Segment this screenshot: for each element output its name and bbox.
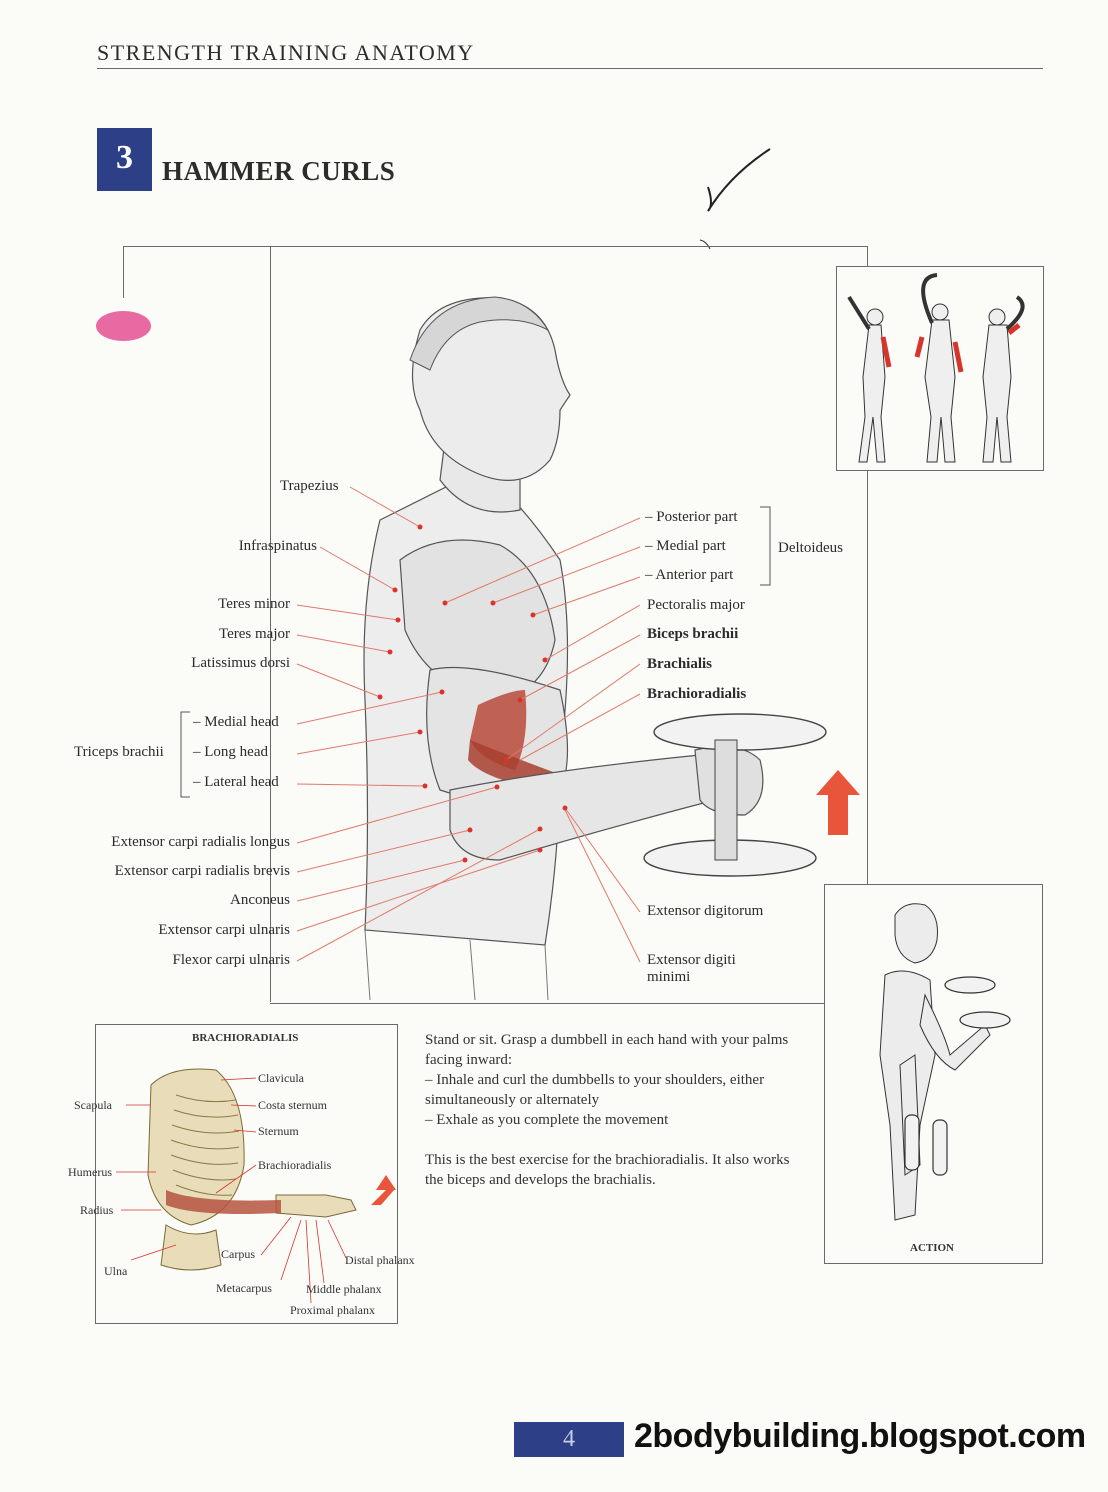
pink-marker: [96, 311, 151, 341]
instruction-line: Stand or sit. Grasp a dumbbell in each h…: [425, 1032, 789, 1068]
label-ecr-brevis: Extensor carpi radialis brevis: [114, 863, 290, 879]
label-biceps: Biceps brachii: [647, 626, 739, 642]
label-lateral-head: – Lateral head: [193, 774, 279, 790]
frame-line: [123, 246, 270, 247]
action-figure-illustration: [879, 903, 1011, 1221]
instructions-text: Stand or sit. Grasp a dumbbell in each h…: [425, 1030, 800, 1190]
label-ext-digitorum: Extensor digitorum: [647, 903, 764, 919]
exercise-title: HAMMER CURLS: [162, 156, 396, 186]
label-proximal-phalanx: Proximal phalanx: [290, 1303, 375, 1317]
label-ecr-longus: Extensor carpi radialis longus: [111, 834, 290, 850]
exercise-number: 3: [97, 128, 152, 191]
figures-inset: [836, 266, 1044, 471]
action-inset: ACTION: [824, 884, 1043, 1264]
page-number: 4: [514, 1422, 624, 1457]
label-infraspinatus: Infraspinatus: [238, 538, 317, 554]
label-triceps: Triceps brachii: [74, 744, 164, 760]
instruction-line: This is the best exercise for the brachi…: [425, 1152, 790, 1188]
label-humerus: Humerus: [68, 1165, 112, 1179]
frame-line: [270, 246, 271, 1002]
skeleton-illustration: [116, 1068, 396, 1304]
label-latissimus: Latissimus dorsi: [191, 655, 290, 671]
label-trapezius: Trapezius: [280, 478, 339, 494]
label-clavicula: Clavicula: [258, 1071, 304, 1085]
label-teres-major: Teres major: [218, 626, 290, 642]
label-radius: Radius: [80, 1203, 114, 1217]
main-illustration-frame: [270, 246, 868, 1004]
instruction-line: – Inhale and curl the dumbbells to your …: [425, 1072, 765, 1108]
label-long-head: – Long head: [193, 744, 268, 760]
label-sternum: Sternum: [258, 1124, 299, 1138]
label-carpus: Carpus: [221, 1247, 255, 1261]
label-metacarpus: Metacarpus: [216, 1281, 272, 1295]
label-scapula: Scapula: [74, 1098, 112, 1112]
label-anconeus: Anconeus: [230, 892, 290, 908]
label-brachioradialis: Brachioradialis: [647, 686, 747, 702]
checkmark-icon: [699, 148, 771, 250]
book-title: STRENGTH TRAINING ANATOMY: [97, 40, 475, 65]
small-figures-illustration: [847, 273, 1025, 463]
instruction-line: – Exhale as you complete the movement: [425, 1112, 669, 1128]
label-fc-ulnaris: Flexor carpi ulnaris: [172, 952, 290, 968]
header-rule: [97, 68, 1043, 69]
watermark: 2bodybuilding.blogspot.com: [634, 1417, 1086, 1455]
label-deltoid-posterior: – Posterior part: [645, 509, 738, 525]
label-teres-minor: Teres minor: [218, 596, 290, 612]
skeleton-inset-title: BRACHIORADIALIS: [192, 1032, 299, 1044]
label-ulna: Ulna: [104, 1264, 128, 1278]
label-deltoid-anterior: – Anterior part: [645, 567, 734, 583]
label-deltoid-medial: – Medial part: [645, 538, 726, 554]
label-middle-phalanx: Middle phalanx: [306, 1282, 382, 1296]
label-brachioradialis-inset: Brachioradialis: [258, 1158, 332, 1172]
frame-line: [123, 246, 124, 298]
label-ec-ulnaris: Extensor carpi ulnaris: [158, 922, 290, 938]
label-pectoralis: Pectoralis major: [647, 597, 745, 613]
label-deltoideus: Deltoideus: [778, 540, 843, 556]
label-ext-digiti-1: Extensor digiti: [647, 952, 736, 968]
label-medial-head: – Medial head: [193, 714, 279, 730]
label-distal-phalanx: Distal phalanx: [345, 1253, 415, 1267]
skeleton-inset: BRACHIORADIALIS: [68, 1024, 415, 1324]
label-ext-digiti-2: minimi: [647, 969, 691, 985]
label-brachialis: Brachialis: [647, 656, 713, 672]
action-caption: ACTION: [910, 1242, 955, 1254]
label-costa-sternum: Costa sternum: [258, 1098, 327, 1112]
